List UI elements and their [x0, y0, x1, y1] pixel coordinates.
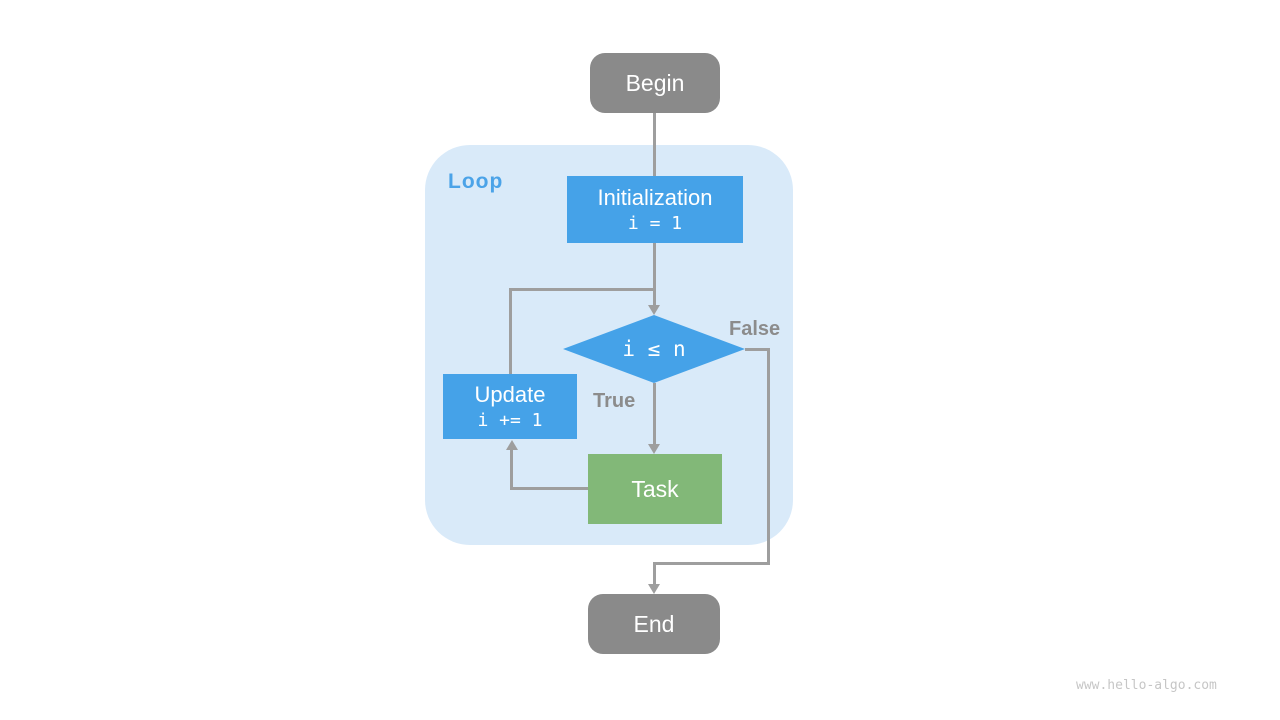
condition-diamond-shape: [563, 315, 745, 383]
arrowhead-into-condition: [648, 305, 660, 315]
loop-region-label: Loop: [448, 170, 504, 193]
flow-node-task: Task: [588, 454, 722, 524]
edge-task-to-update-horizontal: [510, 487, 588, 490]
flow-node-update: Update i += 1: [443, 374, 577, 439]
arrowhead-into-task: [648, 444, 660, 454]
edge-update-feedback-vertical: [509, 288, 512, 374]
flow-node-begin: Begin: [590, 53, 720, 113]
edge-false-horizontal-top: [745, 348, 770, 351]
flow-node-condition: i ≤ n: [563, 315, 745, 383]
edge-condition-to-task: [653, 383, 656, 446]
end-label: End: [633, 610, 675, 637]
task-label: Task: [631, 475, 679, 502]
edge-task-to-update-vertical: [510, 448, 513, 490]
edge-label-true: True: [593, 390, 636, 412]
flow-node-initialization: Initialization i = 1: [567, 176, 743, 243]
initialization-label: Initialization: [597, 185, 713, 211]
edge-false-vertical: [767, 348, 770, 565]
update-label: Update: [474, 382, 546, 408]
condition-diamond-polygon: [563, 315, 745, 383]
edge-label-false: False: [729, 318, 781, 340]
condition-label: i ≤ n: [622, 337, 686, 361]
begin-label: Begin: [625, 69, 685, 96]
arrowhead-into-end: [648, 584, 660, 594]
site-watermark: www.hello-algo.com: [1076, 678, 1217, 693]
edge-false-horizontal-bottom: [653, 562, 770, 565]
update-code: i += 1: [477, 409, 543, 431]
edge-into-end: [653, 562, 656, 586]
flow-node-end: End: [588, 594, 720, 654]
arrowhead-into-update: [506, 440, 518, 450]
initialization-code: i = 1: [627, 212, 683, 234]
edge-update-feedback-horizontal: [509, 288, 655, 291]
